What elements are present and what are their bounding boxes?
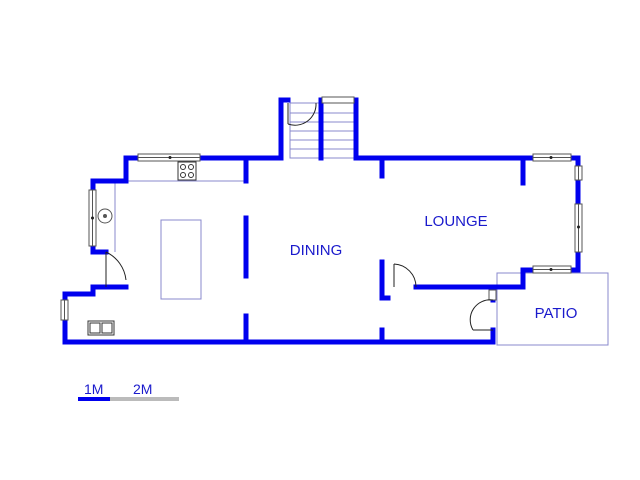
kitchen-counters [114, 180, 246, 300]
room-label-patio: PATIO [535, 305, 578, 322]
scale-label-2m: 2M [133, 381, 152, 397]
doors [105, 102, 494, 331]
light-fixture [97, 208, 113, 224]
window-glass-lines [64, 157, 579, 320]
walls [62, 97, 581, 345]
stove [177, 161, 197, 181]
room-label-lounge: LOUNGE [424, 213, 487, 230]
room-label-dining: DINING [290, 242, 343, 259]
kitchen-sink [87, 320, 115, 336]
scale-label-1m: 1M [84, 381, 103, 397]
scale-bar: 1M 2M [78, 381, 179, 401]
window-ticks [91, 156, 580, 271]
